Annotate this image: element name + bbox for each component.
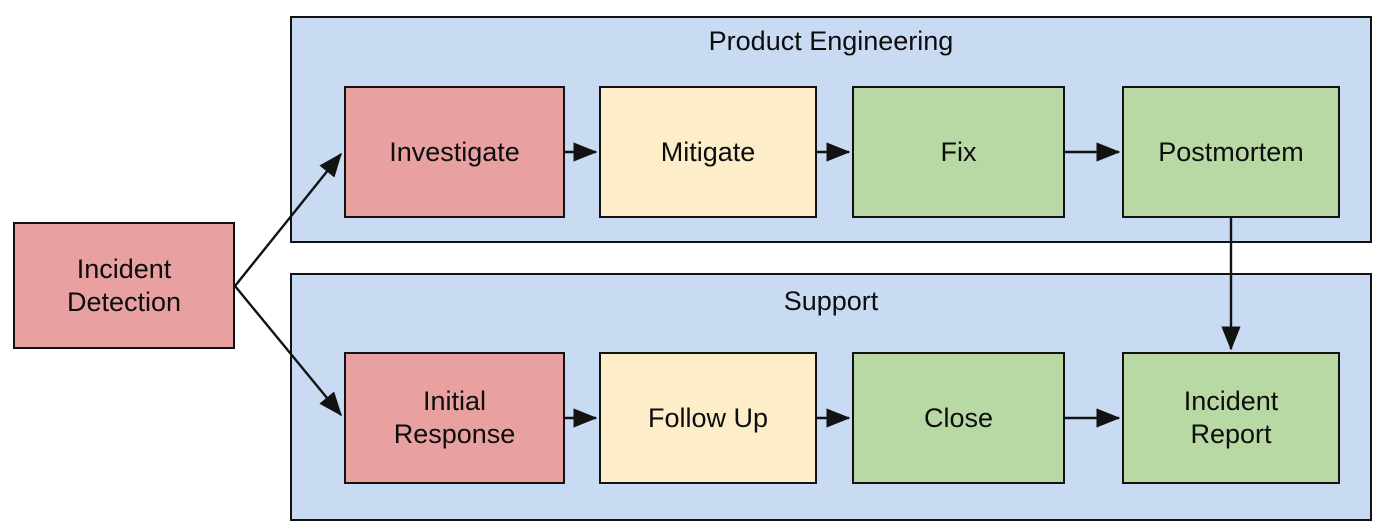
node-close[interactable]: Close [852,352,1065,484]
swimlane-title-support: Support [783,286,879,316]
swimlane-title-product-engineering: Product Engineering [708,26,954,56]
node-incident-detection[interactable]: Incident Detection [13,222,235,349]
node-initial-response[interactable]: Initial Response [344,352,565,484]
node-investigate[interactable]: Investigate [344,86,565,218]
node-fix[interactable]: Fix [852,86,1065,218]
node-incident-report[interactable]: Incident Report [1122,352,1340,484]
node-follow-up[interactable]: Follow Up [599,352,817,484]
node-postmortem[interactable]: Postmortem [1122,86,1340,218]
node-mitigate[interactable]: Mitigate [599,86,817,218]
